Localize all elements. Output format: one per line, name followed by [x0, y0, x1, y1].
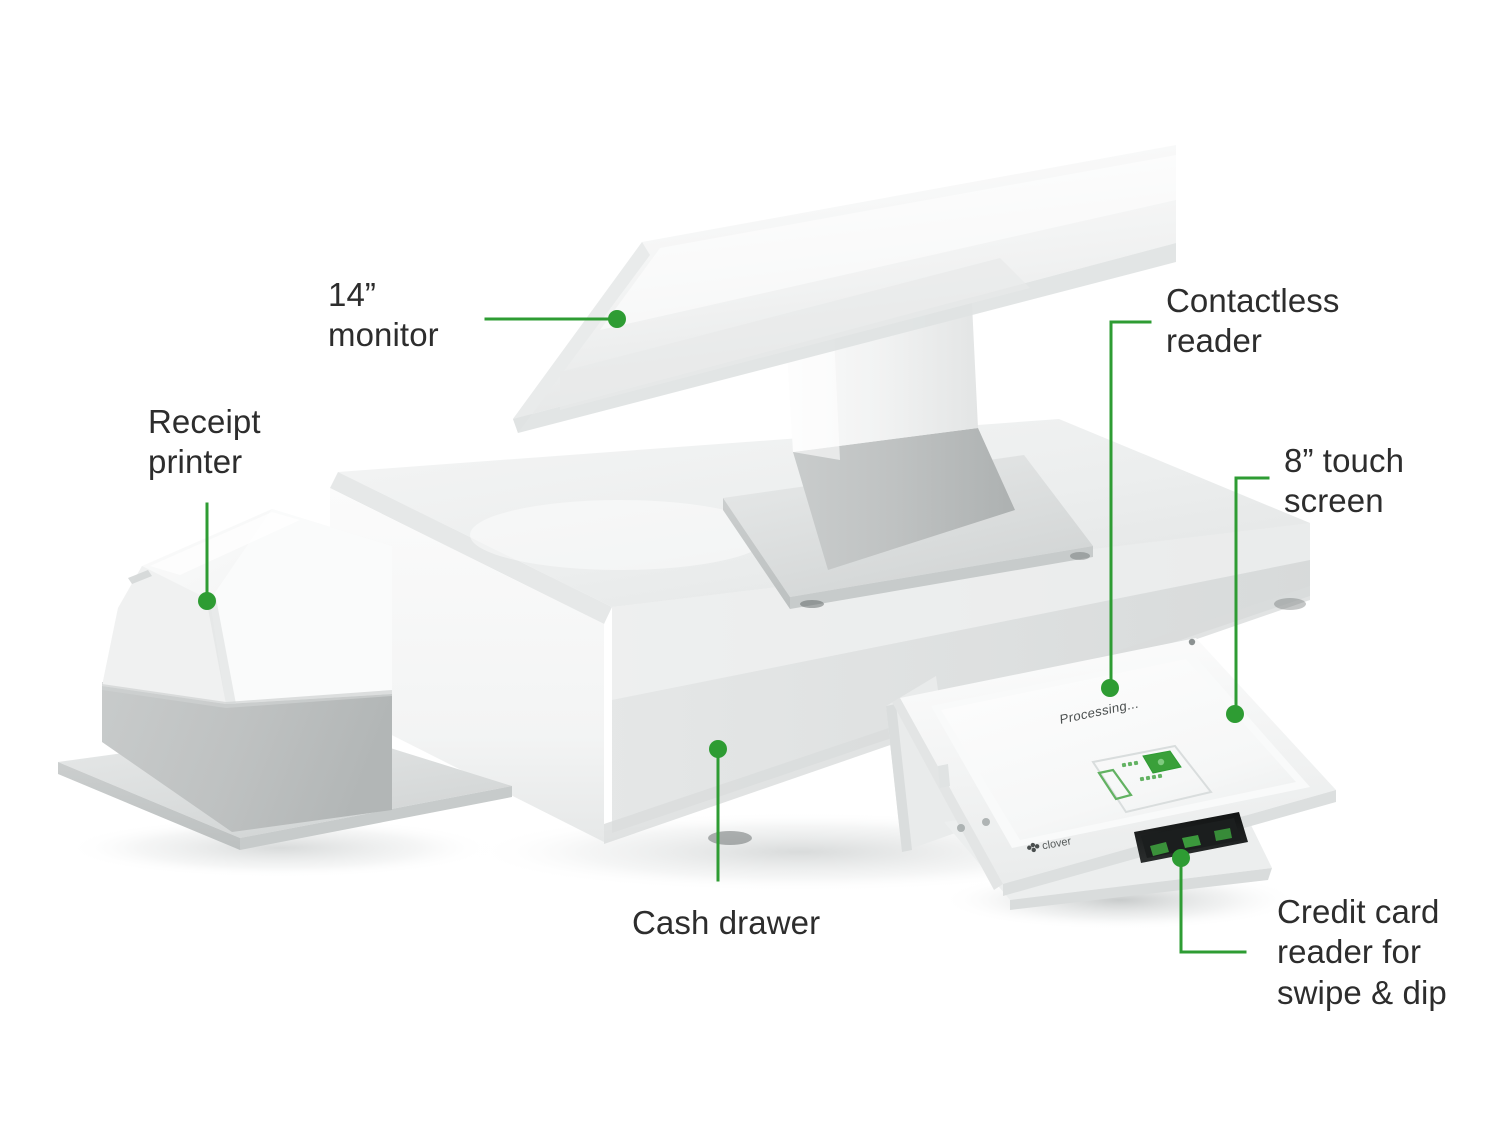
card-slot-led-right [1214, 828, 1232, 841]
monitor-14-device [513, 145, 1176, 609]
payment-terminal-device: Processing... [886, 638, 1336, 910]
printer-lower-grey [102, 682, 392, 832]
monitor-base-foot [800, 600, 824, 608]
card-number-dots [1121, 760, 1163, 782]
monitor-stand-lower-grey [793, 428, 1015, 570]
callout-label-monitor: 14” monitor [328, 276, 439, 354]
monitor-panel-shade [600, 155, 1176, 330]
cash-drawer-top-highlight [470, 500, 770, 570]
card-chip-dot [1157, 758, 1165, 766]
cash-drawer-foot [708, 831, 752, 845]
clover-logo: clover [1027, 835, 1073, 852]
printer-base-plate-edge [58, 762, 240, 850]
monitor-panel-lower-shade [560, 258, 1030, 410]
cash-drawer-top-bevel [330, 472, 612, 624]
card-outline [1091, 744, 1213, 814]
cash-drawer-front [330, 488, 604, 842]
card-slot-led-left [1150, 842, 1169, 856]
printer-paper-slot [128, 570, 152, 584]
monitor-base-plate-edge2 [790, 546, 1093, 609]
shadow-printer [65, 818, 495, 878]
printer-facet-front [210, 509, 392, 704]
terminal-camera-dot [1188, 638, 1196, 646]
terminal-body-left-edge [892, 698, 1003, 890]
receipt-printer-device [58, 509, 512, 850]
terminal-side-button [938, 764, 950, 788]
cash-drawer-foot [1274, 598, 1306, 610]
callout-label-credit-card-reader: Credit card reader for swipe & dip [1277, 893, 1447, 1011]
monitor-panel-edge-left [513, 242, 650, 433]
printer-top-highlight [150, 512, 300, 575]
callout-label-contactless-reader: Contactless reader [1166, 282, 1340, 360]
monitor-base-foot [1070, 552, 1090, 560]
terminal-screen [941, 659, 1296, 840]
terminal-port [957, 824, 965, 832]
card-slot-led-mid [1182, 835, 1201, 848]
terminal-port [982, 818, 990, 826]
credit-card-graphic [1091, 744, 1213, 814]
printer-facet-left [102, 566, 226, 704]
card-stripe [1097, 768, 1133, 801]
printer-facet-crease [206, 598, 236, 704]
printer-base-plate-edge2 [240, 786, 512, 850]
monitor-base-plate-edge [723, 498, 790, 609]
printer-band-edge [102, 684, 392, 708]
card-reader-slot [1134, 812, 1248, 863]
callout-label-touch-screen: 8” touch screen [1284, 442, 1405, 520]
terminal-kickstand-edge [886, 704, 912, 852]
callout-label-cash-drawer: Cash drawer [632, 904, 821, 941]
callout-label-receipt-printer: Receipt printer [148, 403, 261, 481]
svg-text:clover: clover [1041, 835, 1072, 852]
